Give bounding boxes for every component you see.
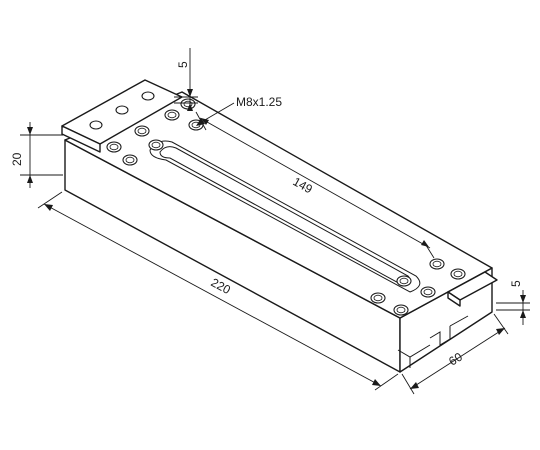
dim-step-right	[496, 290, 530, 325]
thread-callout-label: M8x1.25	[236, 95, 282, 109]
right-holes	[370, 258, 466, 316]
dim-thickness-label: 20	[10, 152, 24, 166]
dim-step-top	[174, 48, 198, 111]
left-holes	[89, 91, 204, 166]
right-step-front	[447, 291, 461, 307]
dim-step-right-label: 5	[509, 280, 523, 287]
dim-length	[37, 191, 399, 391]
dim-width-label: 60	[446, 349, 465, 368]
dim-slot-length	[195, 111, 435, 259]
dim-step-top-label: 5	[176, 61, 190, 68]
left-step-front	[61, 125, 101, 153]
dim-thickness	[20, 122, 63, 188]
end-groove	[429, 326, 451, 346]
dim-width	[401, 313, 509, 395]
